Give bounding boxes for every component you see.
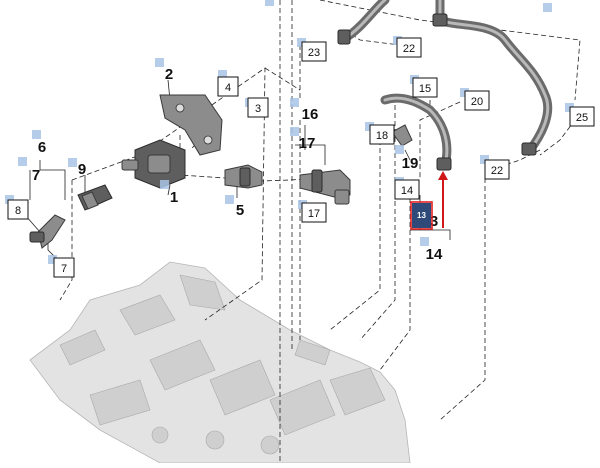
boxed-label-17: 17 xyxy=(301,202,327,223)
svg-text:8: 8 xyxy=(15,205,21,217)
boxed-label-14: 14 xyxy=(394,179,420,200)
hose-connector-16 xyxy=(299,169,351,205)
svg-text:17: 17 xyxy=(308,208,320,220)
part-number-labels: 2 1 5 6 7 9 16 17 19 3 14 xyxy=(32,66,443,263)
coolant-hose-middle xyxy=(380,93,452,171)
boxed-label-20: 20 xyxy=(464,90,490,111)
label-16: 16 xyxy=(302,106,319,123)
elbow-fitting-8 xyxy=(29,214,66,249)
coolant-pipe-upper xyxy=(337,0,553,156)
boxed-label-22-right: 22 xyxy=(484,159,510,180)
label-3: 3 xyxy=(430,213,438,230)
svg-text:3: 3 xyxy=(255,103,261,115)
boxed-label-15: 15 xyxy=(412,77,438,98)
label-6: 6 xyxy=(38,139,46,156)
label-9: 9 xyxy=(78,161,86,178)
label-1: 1 xyxy=(170,189,178,206)
hose-9 xyxy=(77,184,113,211)
svg-text:23: 23 xyxy=(308,47,320,59)
pump-assembly xyxy=(121,94,223,189)
boxed-label-3: 3 xyxy=(247,97,269,118)
highlight-label: 13 xyxy=(417,211,426,220)
boxed-label-4: 4 xyxy=(217,76,239,97)
svg-text:7: 7 xyxy=(61,263,67,275)
boxed-label-22-top: 22 xyxy=(396,37,422,58)
svg-text:22: 22 xyxy=(491,165,503,177)
boxed-label-7: 7 xyxy=(53,257,75,278)
boxed-label-23: 23 xyxy=(301,41,327,62)
svg-text:25: 25 xyxy=(576,112,588,124)
label-5: 5 xyxy=(236,202,244,219)
hose-fitting-5 xyxy=(224,164,263,189)
label-7: 7 xyxy=(32,167,40,184)
highlighted-part-13[interactable]: 13 xyxy=(410,201,433,230)
red-pointer-arrow xyxy=(438,171,448,228)
position-markers xyxy=(5,0,574,264)
boxed-label-8: 8 xyxy=(7,199,29,220)
label-14: 14 xyxy=(426,246,443,263)
svg-text:15: 15 xyxy=(419,83,431,95)
svg-text:18: 18 xyxy=(376,130,388,142)
label-19: 19 xyxy=(402,155,419,172)
engine-block xyxy=(29,261,411,464)
svg-text:14: 14 xyxy=(401,185,413,197)
label-2: 2 xyxy=(165,66,173,83)
boxed-label-18: 18 xyxy=(369,124,395,145)
svg-text:20: 20 xyxy=(471,96,483,108)
svg-text:22: 22 xyxy=(403,43,415,55)
label-17: 17 xyxy=(299,135,316,152)
boxed-label-25: 25 xyxy=(569,106,595,127)
svg-text:4: 4 xyxy=(225,82,231,94)
